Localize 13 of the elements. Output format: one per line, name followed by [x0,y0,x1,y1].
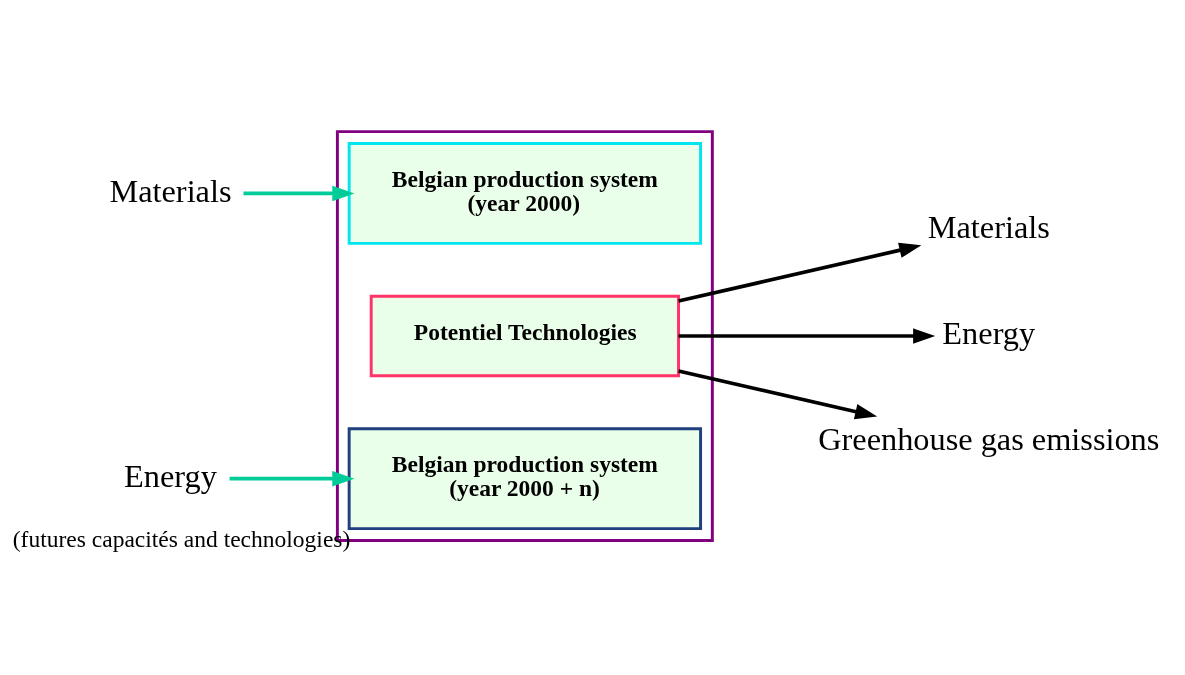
arrow [678,328,936,344]
node-text: Materials [927,209,1050,246]
node-box: Potentiel Technologies [369,294,680,378]
node-box: Belgian production system (year 2000) [347,141,703,245]
node-text: Materials [109,172,232,209]
node-text: Greenhouse gas emissions [818,421,1160,458]
arrow [678,369,878,420]
arrow [678,242,922,303]
arrow [243,185,355,202]
node-text: Energy [942,315,1036,352]
node-box: Belgian production system (year 2000 + n) [347,427,703,531]
node-text: Energy [124,457,217,494]
arrow [229,470,355,487]
